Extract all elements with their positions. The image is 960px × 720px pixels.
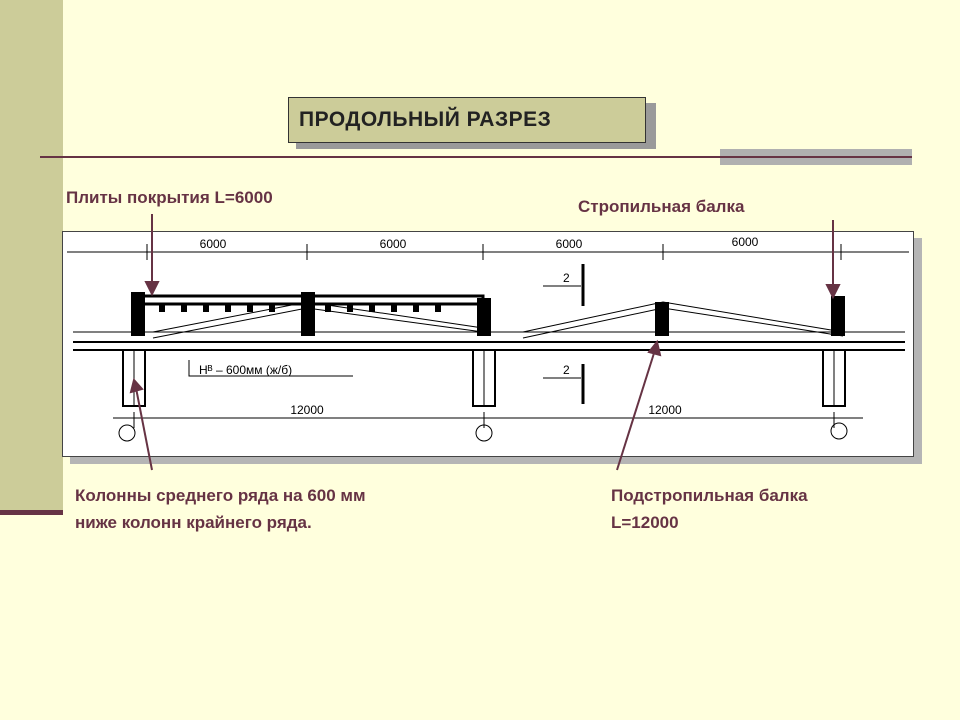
section-drawing-svg: 6000 6000 6000 6000 12000 12000 2 2 Hᴮ –… (67, 235, 909, 442)
axis-circle-left (118, 424, 136, 442)
bottom-span-1: 12000 (290, 403, 324, 417)
sidebar-band (0, 0, 63, 510)
top-span-2: 6000 (380, 237, 407, 251)
support-node-1 (131, 292, 145, 336)
pointer-rafter-arrow (825, 284, 841, 300)
height-note-leader (188, 360, 353, 377)
label-middle-columns-line2: ниже колонн крайнего ряда. (75, 513, 312, 532)
top-span-1: 6000 (200, 237, 227, 251)
height-note: Hᴮ – 600мм (ж/б) (199, 363, 292, 377)
bottom-span-2: 12000 (648, 403, 682, 417)
slide-title-box: ПРОДОЛЬНЫЙ РАЗРЕЗ (288, 97, 646, 143)
header-rule (40, 156, 912, 158)
pointer-plates-arrow (144, 281, 160, 297)
support-node-4 (655, 302, 669, 336)
section-mark-top: 2 (563, 271, 570, 285)
pointer-subrafter-arrow (647, 339, 662, 357)
label-rafter-beam: Стропильная балка (578, 197, 745, 216)
label-subrafter-beam-line2: L=12000 (611, 513, 679, 532)
label-subrafter-beam-line1: Подстропильная балка (611, 486, 808, 505)
sidebar-rule (0, 510, 63, 515)
support-node-2 (301, 292, 315, 336)
axis-circle-middle (475, 424, 493, 442)
label-roof-plates: Плиты покрытия L=6000 (66, 188, 273, 207)
axis-circle-right (830, 422, 848, 440)
section-mark-bottom: 2 (563, 363, 570, 377)
slide-title: ПРОДОЛЬНЫЙ РАЗРЕЗ (299, 108, 552, 131)
support-node-3 (477, 298, 491, 336)
section-drawing: 6000 6000 6000 6000 12000 12000 2 2 Hᴮ –… (62, 231, 914, 457)
pointer-subrafter (616, 349, 656, 471)
pointer-columns-arrow (129, 377, 144, 394)
pointer-columns (135, 387, 153, 471)
label-middle-columns-line1: Колонны среднего ряда на 600 мм (75, 486, 366, 505)
support-node-5 (831, 296, 845, 336)
label-middle-columns: Колонны среднего ряда на 600 мм ниже кол… (75, 482, 515, 536)
label-subrafter-beam: Подстропильная балка L=12000 (611, 482, 911, 536)
top-span-4: 6000 (732, 235, 759, 249)
top-span-3: 6000 (556, 237, 583, 251)
